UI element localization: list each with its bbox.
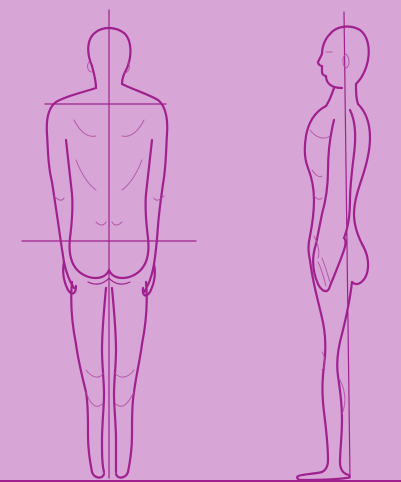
side-neck-back: [356, 84, 358, 104]
back-left-knee-crease: [86, 370, 104, 377]
back-right-lat: [122, 160, 142, 190]
back-right-calf: [116, 392, 134, 406]
side-view-figure: [297, 12, 370, 480]
side-back: [354, 104, 370, 244]
back-right-torso-side: [146, 140, 152, 238]
side-face-profile: [318, 34, 342, 88]
side-neck-front: [326, 88, 334, 106]
back-left-scapula: [74, 120, 96, 136]
back-left-calf: [86, 392, 102, 406]
side-fingers: [318, 258, 330, 286]
back-neck-left: [92, 66, 96, 88]
back-left-leg-outer: [71, 282, 92, 472]
back-right-leg-outer: [128, 282, 147, 472]
back-left-leg-inner: [102, 288, 106, 472]
back-left-torso-side: [66, 140, 72, 238]
side-arm-front: [316, 120, 334, 244]
back-right-leg-inner: [112, 288, 116, 472]
back-right-knee-crease: [114, 370, 134, 377]
back-right-shoulder-arm: [122, 84, 167, 292]
side-head: [330, 27, 369, 84]
back-right-foot: [116, 472, 128, 478]
side-ear: [343, 54, 349, 68]
side-foot: [297, 472, 350, 480]
side-chest-abdomen: [305, 106, 326, 260]
back-view-figure: [22, 10, 196, 478]
back-left-foot: [92, 472, 104, 478]
back-right-scapula: [122, 120, 144, 136]
side-buttocks: [352, 244, 368, 284]
back-left-lat: [76, 160, 96, 190]
back-right-elbow: [154, 196, 164, 200]
side-pectoral: [310, 130, 330, 138]
